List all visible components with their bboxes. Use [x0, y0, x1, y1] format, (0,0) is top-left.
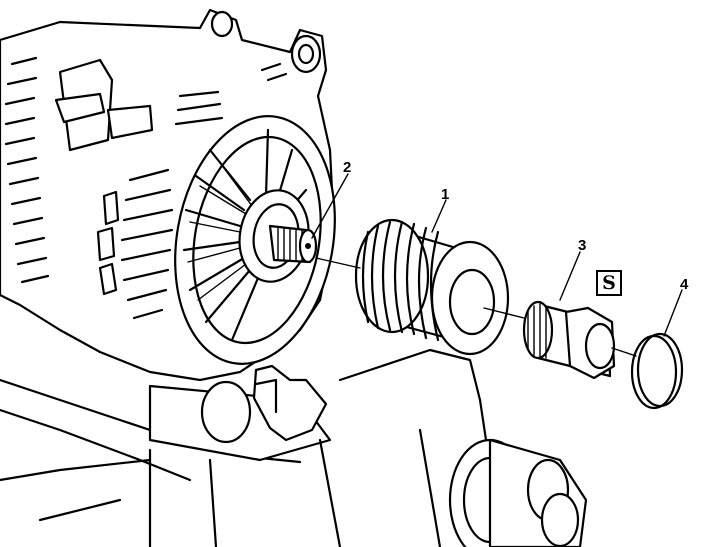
alternator-shaft: [268, 224, 318, 264]
torque-wrench-icon: S: [596, 270, 622, 296]
pulley-cap: [630, 332, 684, 410]
leader-line-3: [559, 251, 581, 301]
callout-3: 3: [578, 237, 587, 254]
callout-4: 4: [680, 276, 689, 293]
engine-mount-bracket: [0, 348, 588, 547]
tool-symbol-glyph: S: [602, 272, 616, 294]
assembly-axis-line: [315, 257, 637, 357]
pulley-nut: [522, 300, 616, 380]
leader-line-2: [311, 173, 349, 239]
leader-line-4: [663, 289, 683, 337]
alternator-pulley: [354, 218, 510, 356]
leader-line-1: [431, 199, 447, 233]
callout-2: 2: [343, 159, 352, 176]
callout-1: 1: [441, 186, 450, 203]
